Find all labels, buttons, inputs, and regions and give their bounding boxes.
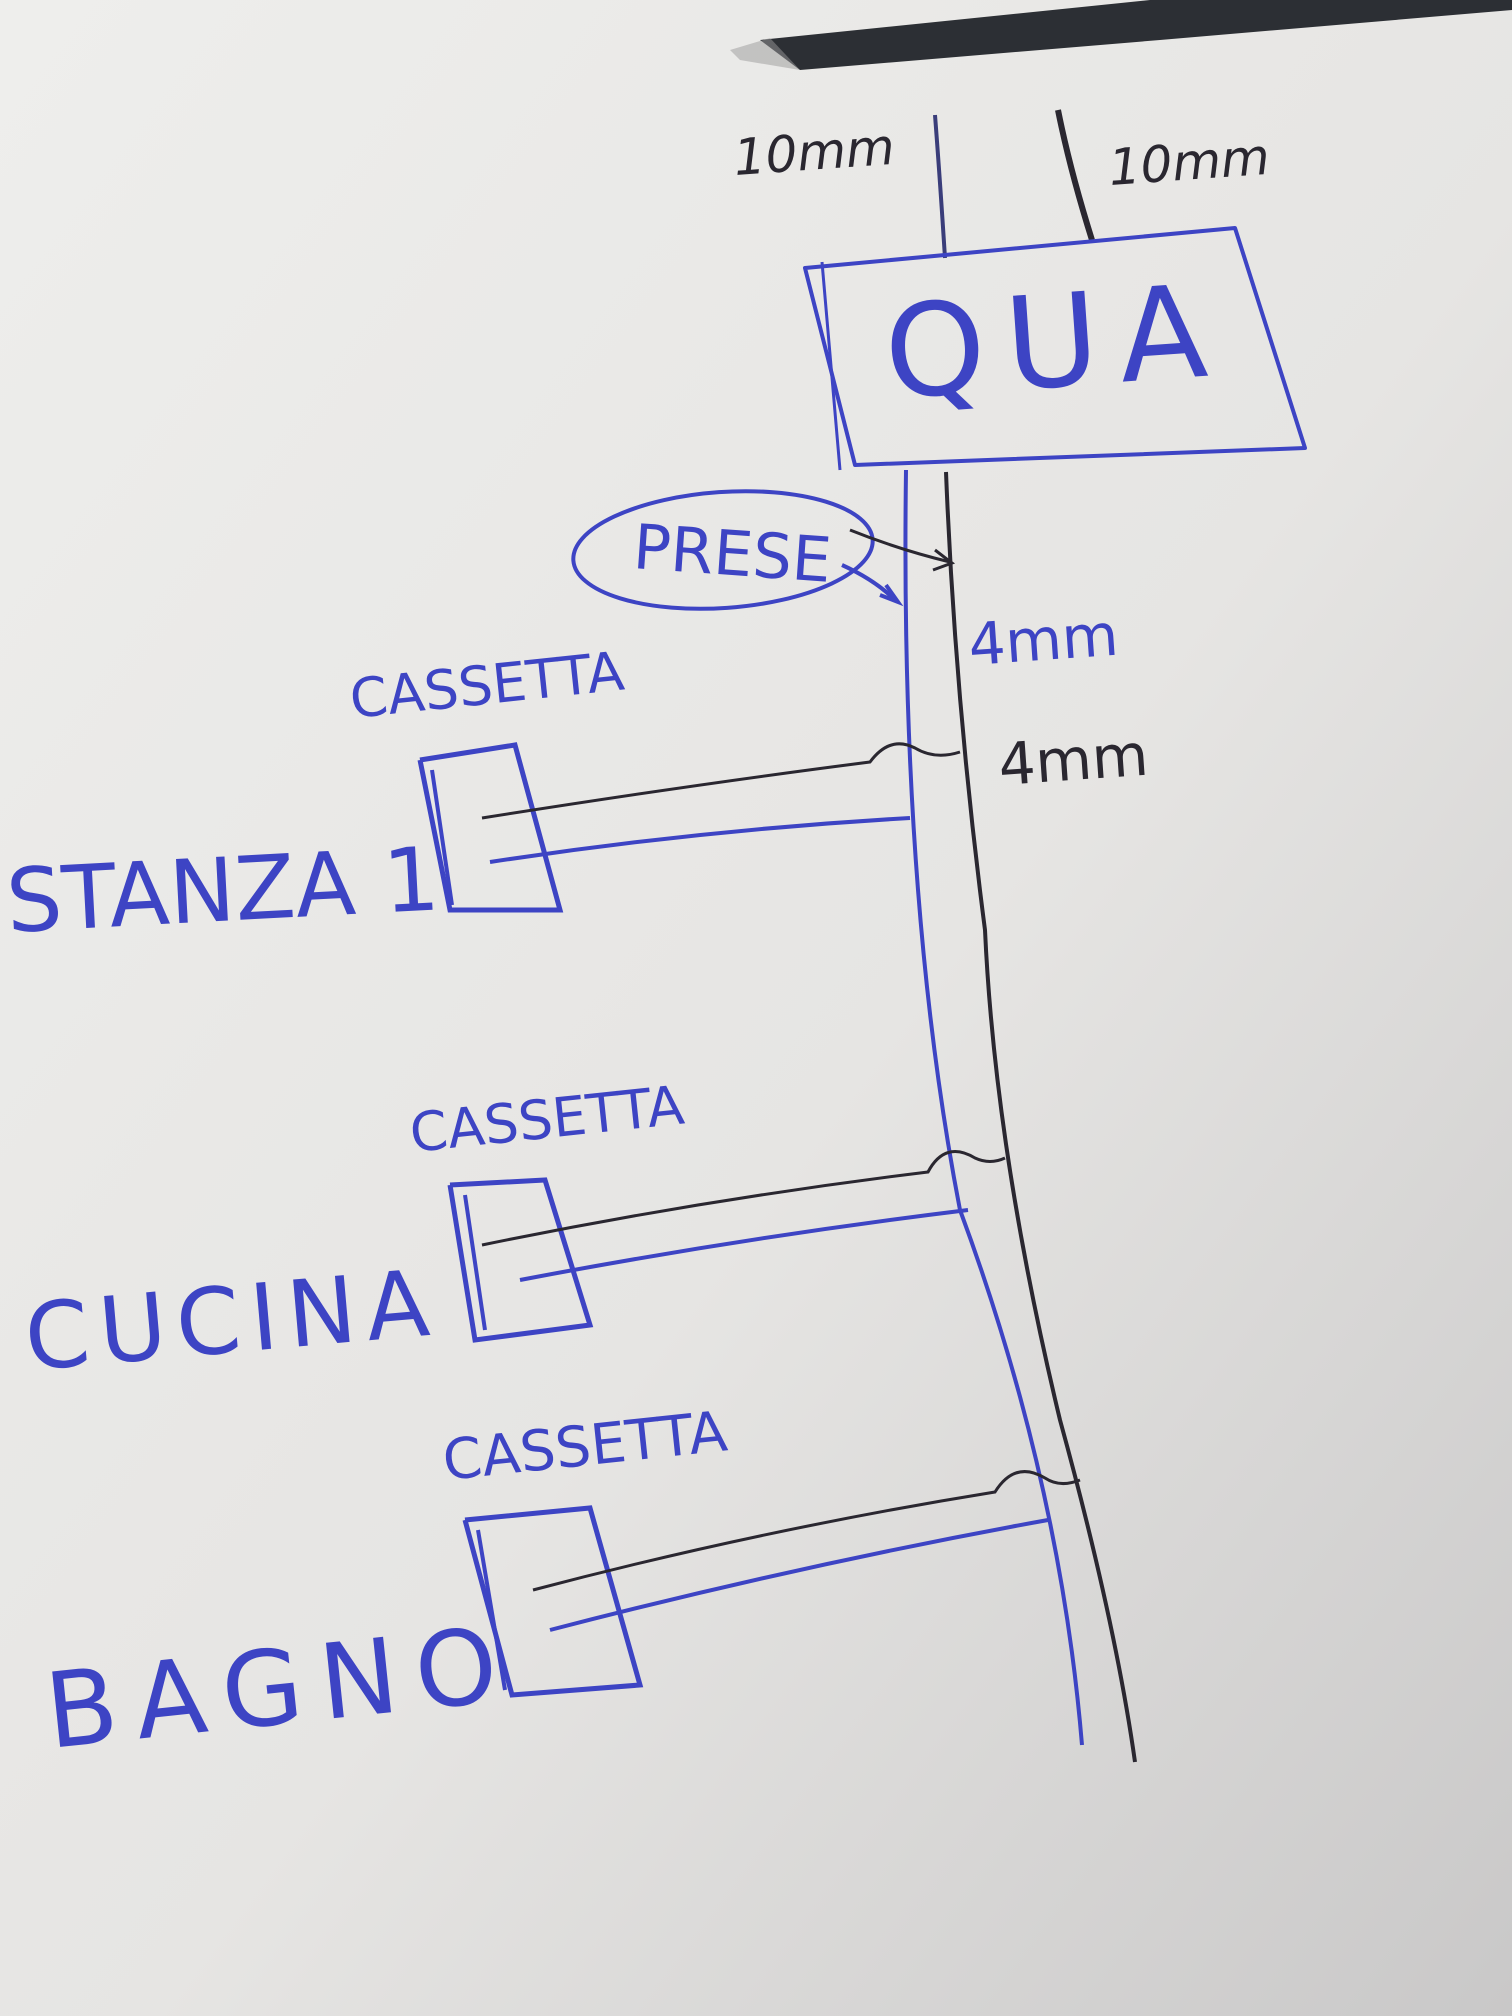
sockets-arrow-dark xyxy=(849,528,951,564)
branch-wire-2-dark xyxy=(481,1150,1006,1247)
size-label-right-1: 4mm xyxy=(966,601,1120,679)
room-label-1: STANZA 1 xyxy=(4,827,442,953)
trunk-wire-dark xyxy=(944,471,1137,1763)
branch-stanza-1: CASSETTA STANZA 1 xyxy=(4,640,961,953)
branch-wire-2-blue xyxy=(519,1208,969,1282)
sockets-label: PRESE xyxy=(631,510,834,597)
background-shadow xyxy=(730,38,800,70)
size-label-top-right: 10mm xyxy=(1107,128,1272,197)
size-label-top-right-text: 10mm xyxy=(1107,128,1272,197)
feed-wire-right xyxy=(1055,109,1095,241)
main-panel-label: QUA xyxy=(880,256,1232,428)
feed-wire-left xyxy=(933,114,947,259)
junction-box-2 xyxy=(447,1177,594,1343)
size-label-top-left: 10mm xyxy=(732,118,897,187)
trunk-wire-blue xyxy=(903,469,1084,1746)
branch-wire-3-blue xyxy=(549,1518,1049,1632)
sockets-callout: PRESE xyxy=(571,489,956,611)
branch-wire-1-dark xyxy=(481,742,961,820)
branch-wire-1-blue xyxy=(489,816,911,864)
sockets-arrow-blue xyxy=(841,563,897,602)
main-panel-box: QUA xyxy=(803,226,1307,471)
size-label-top-left-text: 10mm xyxy=(732,118,897,187)
size-label-right-2: 4mm xyxy=(996,721,1150,799)
junction-box-1 xyxy=(417,742,564,913)
background-object xyxy=(760,0,1512,70)
branch-wire-3-dark xyxy=(532,1470,1081,1592)
